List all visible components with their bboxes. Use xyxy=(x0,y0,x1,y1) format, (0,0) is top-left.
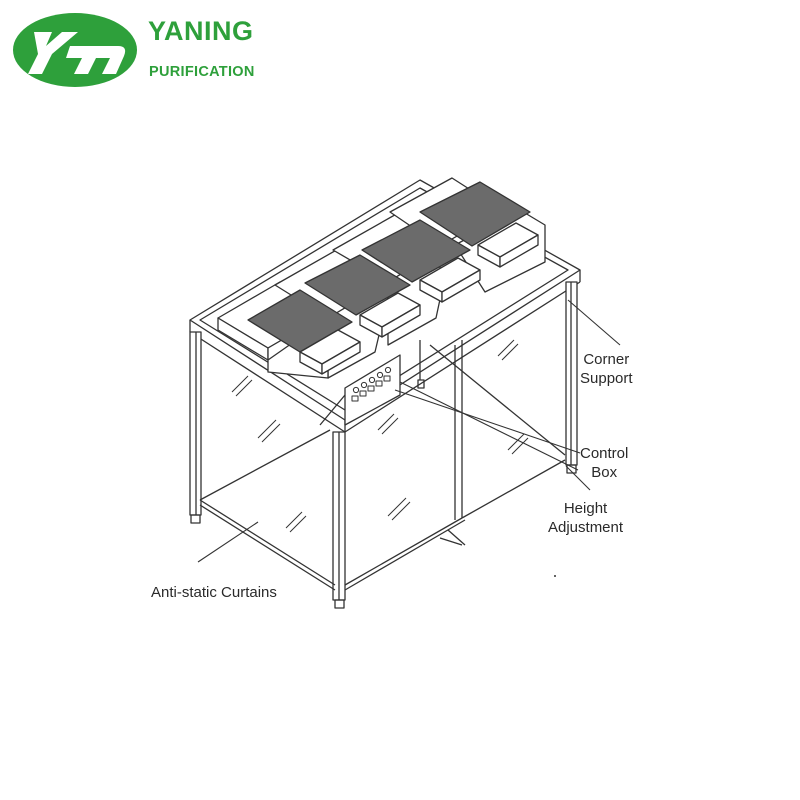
control-box-label: Control Box xyxy=(580,445,629,481)
bottom-frame xyxy=(199,429,566,591)
control-box xyxy=(344,354,401,426)
frame-posts xyxy=(189,281,578,609)
height-adjustment-label: Height Adjustment xyxy=(548,500,624,536)
curtain-edge xyxy=(319,340,566,520)
brand-subtitle: PURIFICATION xyxy=(149,64,255,80)
corner-support-label: Corner Support xyxy=(580,351,633,387)
glass-reflections xyxy=(231,339,529,533)
leader-lines xyxy=(197,299,621,563)
fan-motor-boxes xyxy=(299,222,539,375)
brand-name: YANING xyxy=(148,16,254,46)
anti-static-curtains-label: Anti-static Curtains xyxy=(151,584,277,601)
brand-logo xyxy=(13,13,137,87)
